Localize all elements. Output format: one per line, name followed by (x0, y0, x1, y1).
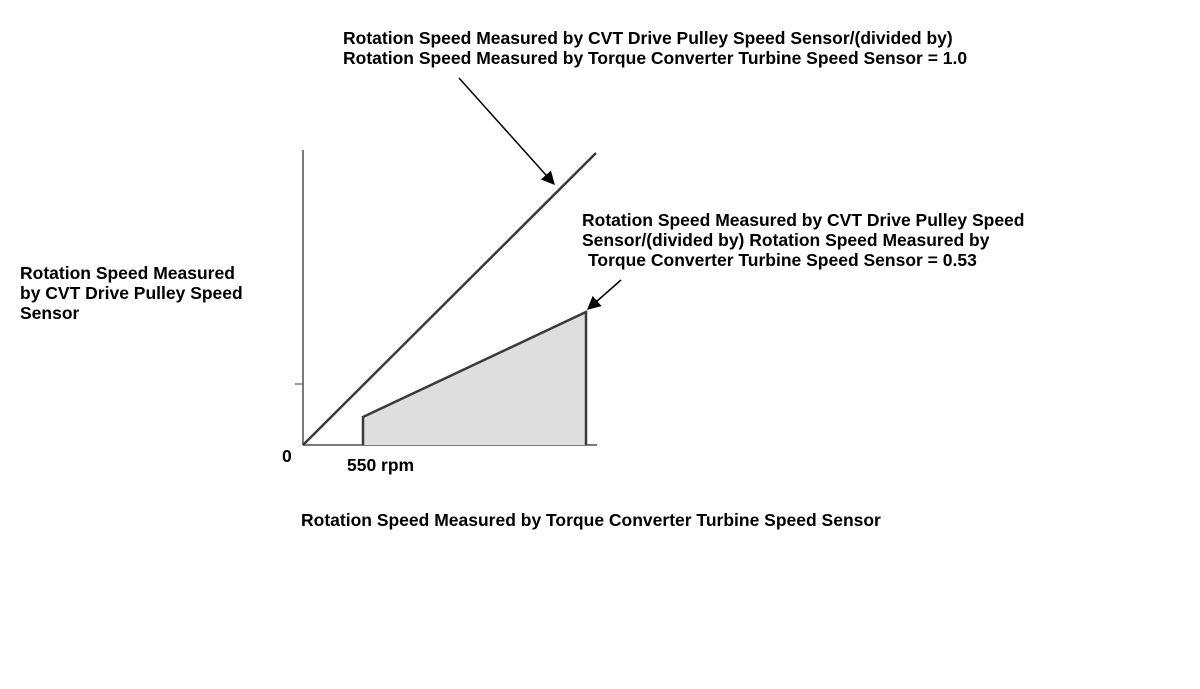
annotation-ratio-053-line3: Torque Converter Turbine Speed Sensor = … (588, 250, 977, 270)
threshold-label: 550 rpm (347, 455, 415, 475)
origin-label: 0 (282, 446, 292, 466)
annotation-ratio-053-line2: Sensor/(divided by) Rotation Speed Measu… (582, 230, 990, 250)
y-axis-label: Rotation Speed Measured by CVT Drive Pul… (20, 263, 243, 323)
ratio-1-arrow (458, 77, 555, 186)
ratio-053-boundary (361, 310, 588, 445)
shaded-region (363, 312, 586, 445)
annotation-ratio-1: Rotation Speed Measured by CVT Drive Pul… (343, 28, 967, 68)
annotation-ratio-053-line1: Rotation Speed Measured by CVT Drive Pul… (582, 210, 1025, 230)
annotation-ratio-1-line1: Rotation Speed Measured by CVT Drive Pul… (343, 28, 953, 48)
x-axis-label: Rotation Speed Measured by Torque Conver… (301, 510, 881, 530)
annotation-ratio-053: Rotation Speed Measured by CVT Drive Pul… (582, 210, 1024, 270)
y-axis-label-line2: by CVT Drive Pulley Speed (20, 283, 243, 303)
ratio-053-arrow (586, 279, 622, 310)
ratio-1-line (302, 152, 597, 446)
y-axis-label-line3: Sensor (20, 303, 80, 323)
annotation-ratio-1-line2: Rotation Speed Measured by Torque Conver… (343, 48, 968, 68)
y-axis-label-line1: Rotation Speed Measured (20, 263, 235, 283)
